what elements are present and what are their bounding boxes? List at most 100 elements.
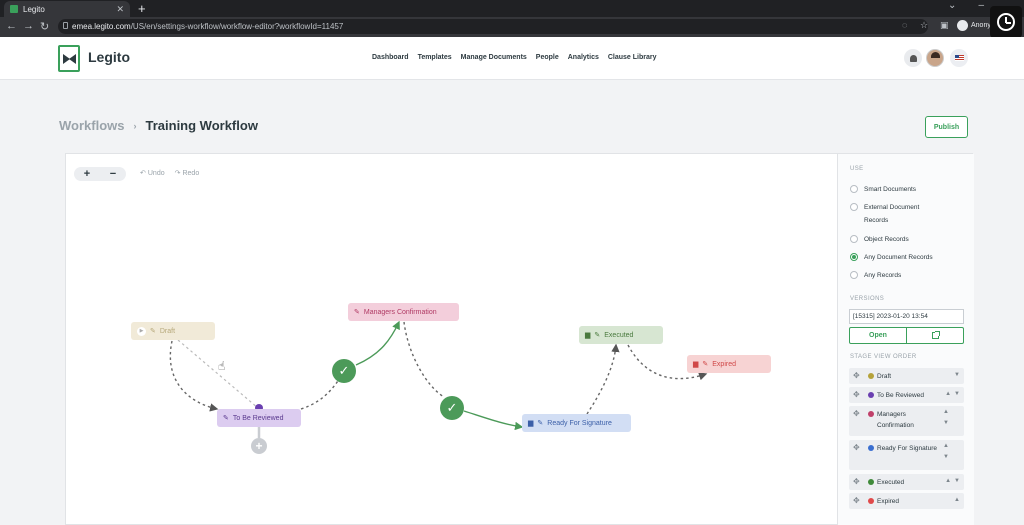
connector-check-ready[interactable] — [463, 410, 524, 431]
move-up-icon[interactable]: ▲ — [945, 478, 952, 484]
connector-review-managers[interactable] — [300, 371, 345, 410]
nav-clause-library[interactable]: Clause Library — [607, 54, 657, 61]
pen-icon: ✎ — [354, 309, 360, 316]
sidebar-icon[interactable]: ▣ — [940, 20, 949, 30]
move-up-icon[interactable]: ▲ — [943, 443, 949, 449]
forward-icon[interactable]: → — [23, 20, 34, 32]
back-icon[interactable]: ← — [6, 20, 17, 32]
radio-icon[interactable] — [850, 271, 858, 279]
drag-handle-icon[interactable]: ✥ — [853, 409, 860, 418]
publish-button[interactable]: Publish — [925, 116, 968, 138]
brand-name[interactable]: Legito — [88, 49, 130, 65]
radio-icon[interactable] — [850, 235, 858, 243]
nav-analytics[interactable]: Analytics — [567, 54, 599, 61]
drag-handle-icon[interactable]: ✥ — [853, 477, 860, 486]
language-flag-icon[interactable] — [950, 49, 968, 67]
clock-icon[interactable] — [990, 6, 1022, 38]
use-option-label: Any Document Records — [864, 254, 933, 261]
nav-templates[interactable]: Templates — [417, 54, 452, 61]
stage-order-item-to-be-reviewed[interactable]: ✥ To Be Reviewed ▲▼ — [849, 387, 964, 403]
stage-color-dot — [868, 479, 874, 485]
use-option-any-document-records[interactable]: Any Document Records — [850, 253, 968, 264]
stage-node-managers-confirmation[interactable]: ✎ Managers Confirmation — [348, 303, 459, 321]
undo-button[interactable]: ↶Undo — [140, 169, 165, 177]
stage-order-item-executed[interactable]: ✥ Executed ▲▼ — [849, 474, 964, 490]
reload-icon[interactable]: ↻ — [40, 21, 50, 33]
radio-icon[interactable] — [850, 203, 858, 211]
stage-order-item-managers-confirmation[interactable]: ✥ Managers Confirmation ▲ ▼ — [849, 406, 964, 436]
breadcrumb-workflows[interactable]: Workflows — [59, 118, 125, 133]
close-tab-icon[interactable]: ✕ — [116, 4, 124, 14]
browser-tabbar: Legito ✕ + ⌄ – — [0, 0, 1024, 17]
use-option-object-records[interactable]: Object Records — [850, 235, 968, 246]
browser-tab[interactable]: Legito ✕ — [4, 1, 130, 17]
workflow-canvas[interactable]: + − ↶Undo ↷Redo ▶ ✎ Draft — [66, 154, 837, 525]
use-option-any-records[interactable]: Any Records — [850, 271, 968, 282]
undo-redo: ↶Undo ↷Redo — [140, 169, 199, 177]
move-down-icon[interactable]: ▼ — [943, 420, 949, 426]
legito-logo-icon[interactable] — [58, 45, 80, 72]
window-controls: ⌄ – — [948, 0, 984, 11]
stage-move-controls: ▲▼ — [945, 391, 960, 397]
notifications-bell-icon[interactable] — [904, 49, 922, 67]
stage-move-controls: ▼ — [954, 372, 960, 378]
stage-color-dot — [868, 498, 874, 504]
stage-node-draft[interactable]: ▶ ✎ Draft — [131, 322, 215, 340]
connector-managers-ready[interactable] — [403, 321, 445, 398]
url-input[interactable]: emea.legito.com/US/en/settings-workflow/… — [58, 19, 928, 34]
connector-managers-check[interactable] — [355, 320, 400, 366]
move-up-icon[interactable]: ▲ — [945, 391, 952, 397]
user-avatar[interactable] — [926, 49, 944, 67]
drag-handle-icon[interactable]: ✥ — [853, 496, 860, 505]
star-icon[interactable]: ☆ — [920, 20, 929, 30]
move-down-icon[interactable]: ▼ — [954, 478, 960, 484]
use-option-smart-documents[interactable]: Smart Documents — [850, 185, 968, 196]
tab-search-icon[interactable]: ⌄ — [948, 0, 957, 11]
nav-people[interactable]: People — [535, 54, 559, 61]
open-version-button[interactable]: Open — [869, 332, 887, 339]
eye-off-icon[interactable]: ◌ — [902, 20, 908, 30]
use-option-external-document-records[interactable]: External Document Records — [850, 203, 968, 227]
zoom-out-button[interactable]: − — [109, 167, 117, 180]
stage-order-label: Draft — [877, 373, 892, 380]
nav-manage-documents[interactable]: Manage Documents — [460, 54, 527, 61]
app-header: Legito Dashboard Templates Manage Docume… — [0, 37, 1024, 80]
transition-check-icon[interactable]: ✓ — [440, 396, 464, 420]
move-down-icon[interactable]: ▼ — [943, 454, 949, 460]
nav-dashboard[interactable]: Dashboard — [372, 54, 409, 61]
url-host: emea.legito.com — [72, 22, 131, 31]
drag-handle-icon[interactable]: ✥ — [853, 390, 860, 399]
drag-handle-icon[interactable]: ✥ — [853, 443, 860, 452]
move-up-icon[interactable]: ▲ — [943, 409, 949, 415]
version-select[interactable]: [15315] 2023-01-20 13:54 — [849, 309, 964, 324]
connector-executed-expired[interactable] — [627, 344, 708, 381]
stage-node-to-be-reviewed[interactable]: ✎ To Be Reviewed — [217, 409, 301, 427]
connector-draft-review-drag[interactable] — [177, 339, 259, 409]
stage-move-controls: ▲▼ — [943, 443, 949, 460]
connector-ready-executed[interactable] — [586, 343, 620, 415]
minimize-icon[interactable]: – — [978, 0, 984, 11]
stage-order-item-draft[interactable]: ✥ Draft ▼ — [849, 368, 964, 384]
zoom-in-button[interactable]: + — [83, 167, 91, 180]
main-nav: Dashboard Templates Manage Documents Peo… — [372, 54, 657, 61]
pen-icon: ✎ — [594, 332, 601, 339]
stage-node-executed[interactable]: ▆ ✎ Executed — [579, 326, 663, 344]
add-stage-icon[interactable]: + — [251, 438, 267, 454]
move-down-icon[interactable]: ▼ — [954, 372, 960, 378]
stage-node-expired[interactable]: ▆ ✎ Expired — [687, 355, 771, 373]
profile-button[interactable]: Anony — [957, 20, 991, 31]
radio-selected-icon[interactable] — [850, 253, 858, 261]
transition-check-icon[interactable]: ✓ — [332, 359, 356, 383]
stage-order-item-ready-for-signature[interactable]: ✥ Ready For Signature ▲▼ — [849, 440, 964, 470]
stage-order-label: Managers Confirmation — [877, 411, 914, 429]
redo-button[interactable]: ↷Redo — [175, 169, 200, 177]
stage-order-item-expired[interactable]: ✥ Expired ▲ — [849, 493, 964, 509]
move-down-icon[interactable]: ▼ — [954, 391, 960, 397]
connector-draft-review[interactable] — [169, 340, 219, 412]
radio-icon[interactable] — [850, 185, 858, 193]
drag-handle-icon[interactable]: ✥ — [853, 371, 860, 380]
stage-node-ready-for-signature[interactable]: ▆ ✎ Ready For Signature — [522, 414, 631, 432]
new-tab-icon[interactable]: + — [138, 1, 146, 16]
external-link-button[interactable] — [906, 328, 963, 343]
move-up-icon[interactable]: ▲ — [954, 497, 960, 503]
